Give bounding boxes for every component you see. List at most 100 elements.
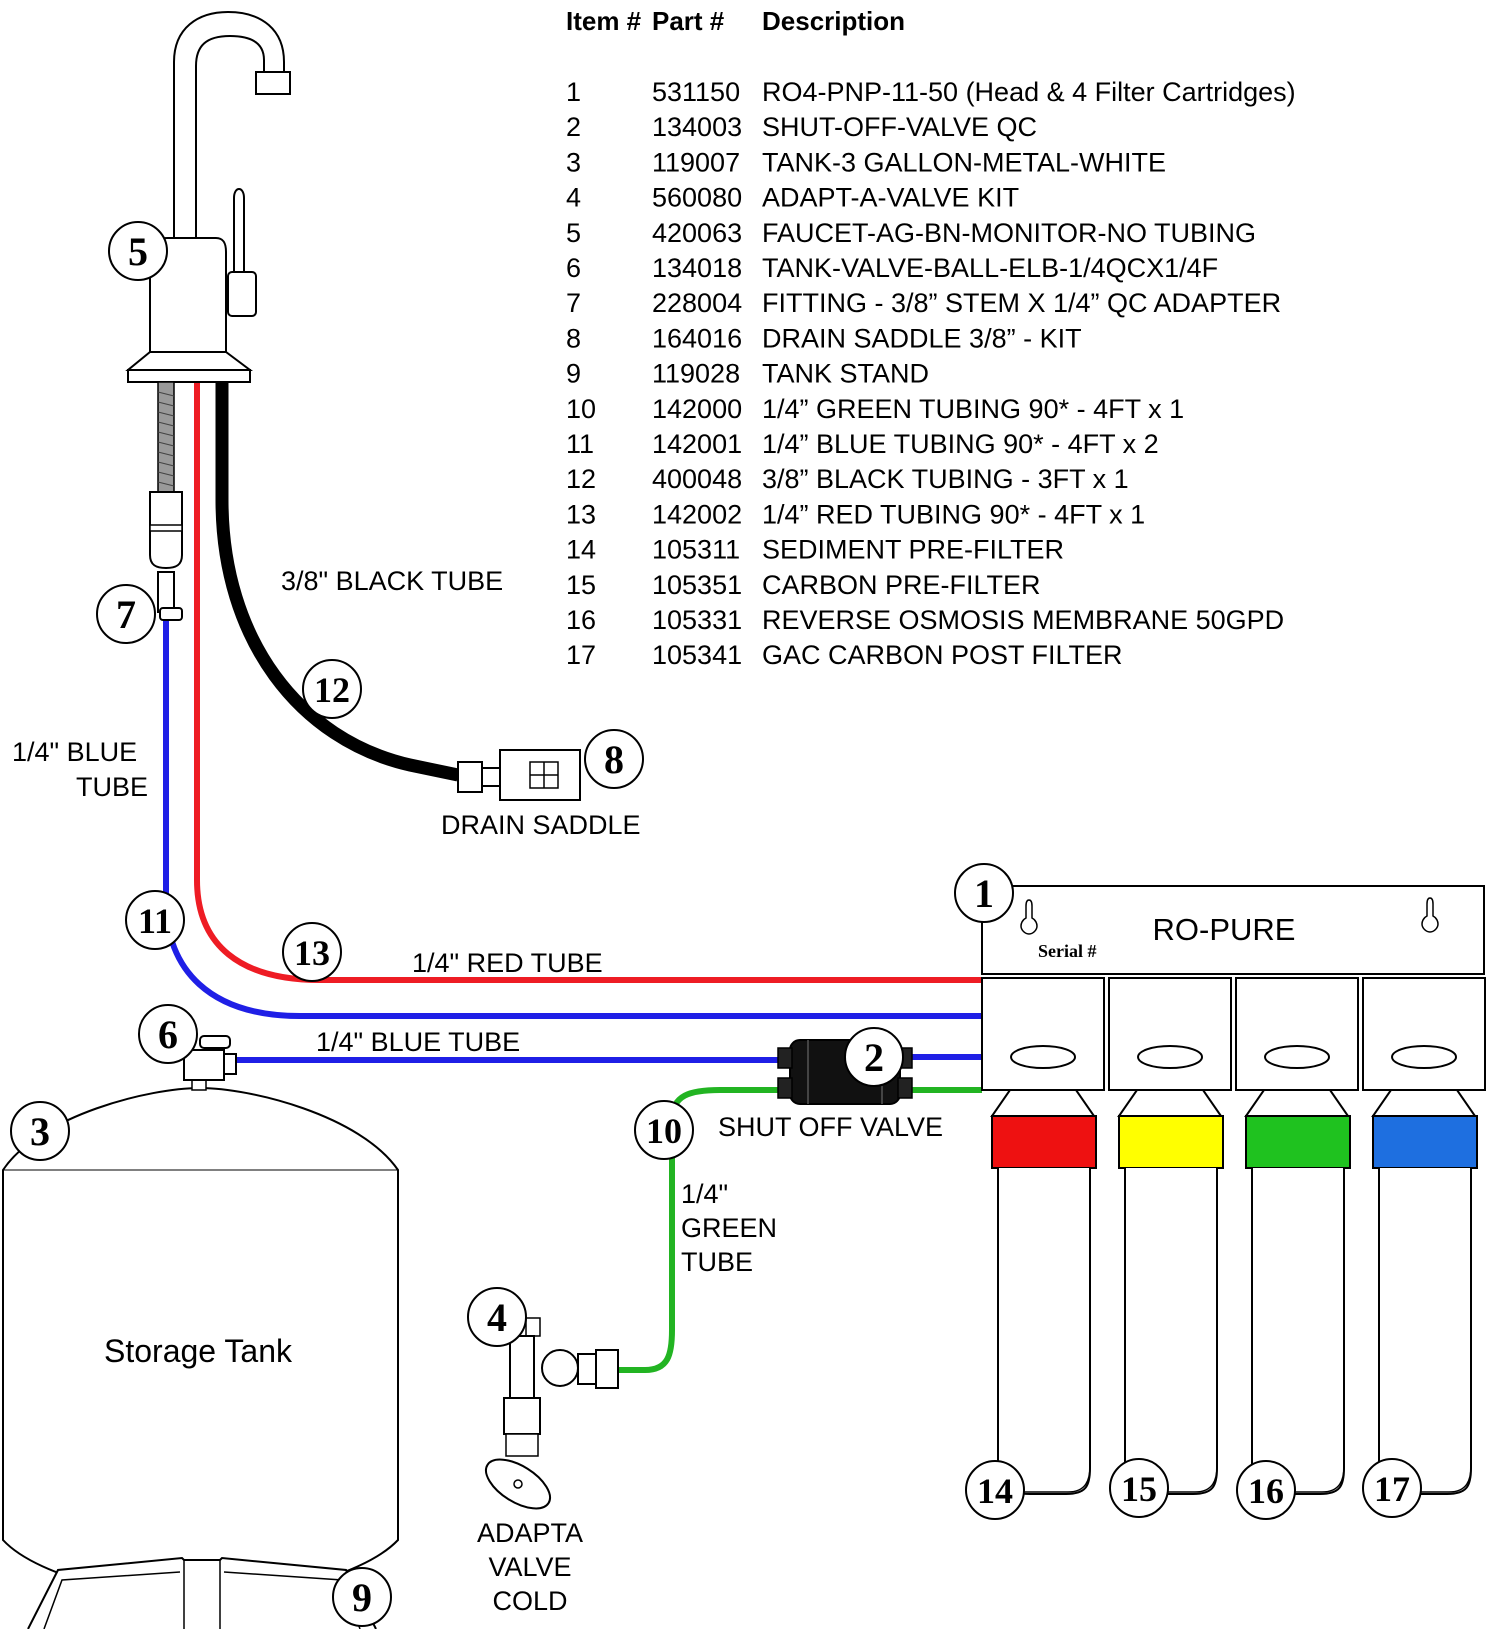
keyhole-right [1421, 897, 1439, 933]
filter-head-2 [1108, 977, 1232, 1091]
filter-cap-post [1372, 1115, 1478, 1169]
ro-brand-label: RO-PURE [1153, 912, 1296, 947]
faucet-handle [227, 271, 257, 317]
svg-text:11: 11 [138, 901, 172, 941]
table-cell-item: 12 [566, 464, 596, 494]
callout-8: 8 [584, 729, 644, 789]
faucet-nut-band [149, 524, 183, 532]
keyhole-left [1020, 899, 1038, 935]
filter-cap-membrane [1245, 1115, 1351, 1169]
callout-1: 1 [954, 863, 1014, 923]
tank-port [191, 1079, 207, 1091]
tank-valve-body [183, 1049, 225, 1081]
label-blue-tube-left-2: TUBE [76, 772, 148, 802]
callout-leaders [1022, 1465, 1472, 1493]
svg-text:10: 10 [646, 1111, 682, 1151]
callout-4: 4 [467, 1287, 527, 1347]
tank-valve-outlet [223, 1053, 237, 1075]
adapt-a-valve-knob [541, 1349, 579, 1387]
table-cell-part: 134003 [652, 112, 742, 142]
table-cell-item: 3 [566, 147, 581, 177]
table-header-item: Item # [566, 6, 642, 36]
label-green-tube-2: GREEN [681, 1213, 777, 1243]
label-blue-tube-left-1: 1/4" BLUE [12, 737, 137, 767]
callout-11: 11 [125, 890, 185, 950]
svg-text:9: 9 [352, 1575, 372, 1620]
table-cell-part: 119028 [652, 359, 740, 389]
table-cell-part: 142001 [652, 429, 742, 459]
serial-label: Serial # [1038, 941, 1097, 961]
svg-text:12: 12 [314, 670, 350, 710]
adapt-a-valve [485, 1317, 619, 1510]
filter-cartridge-17 [1371, 1089, 1478, 1495]
table-header-description: Description [762, 6, 905, 36]
tank-stand [27, 1556, 377, 1629]
filter-cap-carbon-pre [1118, 1115, 1224, 1169]
callout-5: 5 [108, 221, 168, 281]
table-cell-part: 105331 [652, 605, 742, 635]
table-cell-description: ADAPT-A-VALVE KIT [762, 183, 1019, 213]
tank-valve [183, 1035, 237, 1081]
faucet-base [125, 351, 253, 371]
callout-6: 6 [138, 1004, 198, 1064]
table-cell-description: CARBON PRE-FILTER [762, 570, 1041, 600]
adapt-a-valve-nut [503, 1397, 541, 1435]
label-blue-tube: 1/4" BLUE TUBE [316, 1027, 520, 1057]
table-cell-part: 105341 [652, 640, 742, 670]
callout-10: 10 [634, 1100, 694, 1160]
table-cell-part: 560080 [652, 183, 742, 213]
table-cell-description: TANK-VALVE-BALL-ELB-1/4QCX1/4F [762, 253, 1218, 283]
table-cell-item: 9 [566, 359, 581, 389]
table-cell-part: 105351 [652, 570, 742, 600]
table-cell-part: 400048 [652, 464, 742, 494]
svg-text:8: 8 [604, 737, 624, 782]
table-cell-part: 531150 [652, 77, 740, 107]
table-cell-part: 164016 [652, 323, 742, 353]
label-adapta-1: ADAPTA [477, 1518, 583, 1548]
svg-text:14: 14 [977, 1471, 1013, 1511]
filter-head-1 [981, 977, 1105, 1091]
shank-threads [157, 391, 175, 487]
qc-collet [159, 607, 183, 621]
callout-15: 15 [1109, 1458, 1169, 1518]
table-cell-item: 15 [566, 570, 596, 600]
callouts: 1 2 3 4 5 6 7 8 [10, 221, 1422, 1627]
table-cell-part: 420063 [652, 218, 742, 248]
faucet-aerator [255, 71, 291, 95]
table-cell-description: TANK STAND [762, 359, 929, 389]
svg-text:5: 5 [128, 229, 148, 274]
svg-text:15: 15 [1121, 1469, 1157, 1509]
table-cell-description: RO4-PNP-11-50 (Head & 4 Filter Cartridge… [762, 77, 1296, 107]
filter-cap-sediment [991, 1115, 1097, 1169]
table-cell-description: SEDIMENT PRE-FILTER [762, 535, 1064, 565]
faucet-base-plate [127, 369, 251, 383]
table-cell-item: 11 [566, 429, 594, 459]
callout-17: 17 [1362, 1458, 1422, 1518]
svg-text:3: 3 [30, 1109, 50, 1154]
table-cell-description: FITTING - 3/8” STEM X 1/4” QC ADAPTER [762, 288, 1281, 318]
adapt-a-valve-outlet [577, 1353, 597, 1385]
tank-valve-handle [199, 1035, 231, 1049]
table-cell-item: 17 [566, 640, 596, 670]
callout-13: 13 [282, 922, 342, 982]
svg-text:2: 2 [864, 1035, 884, 1080]
table-cell-item: 14 [566, 535, 596, 565]
table-cell-item: 8 [566, 323, 581, 353]
table-cell-description: FAUCET-AG-BN-MONITOR-NO TUBING [762, 218, 1256, 248]
svg-text:6: 6 [158, 1012, 178, 1057]
table-cell-description: 1/4” GREEN TUBING 90* - 4FT x 1 [762, 394, 1184, 424]
table-cell-part: 142000 [652, 394, 742, 424]
black-tube [215, 382, 460, 782]
faucet [125, 10, 291, 621]
table-header-part: Part # [652, 6, 725, 36]
ro-head-bracket [981, 885, 1485, 975]
adapt-a-valve-top [525, 1317, 541, 1337]
table-cell-item: 10 [566, 394, 596, 424]
label-drain-saddle: DRAIN SADDLE [441, 810, 641, 840]
table-cell-description: SHUT-OFF-VALVE QC [762, 112, 1037, 142]
callout-3: 3 [10, 1101, 70, 1161]
svg-text:1: 1 [974, 871, 994, 916]
svg-text:7: 7 [116, 592, 136, 637]
table-cell-item: 13 [566, 499, 596, 529]
